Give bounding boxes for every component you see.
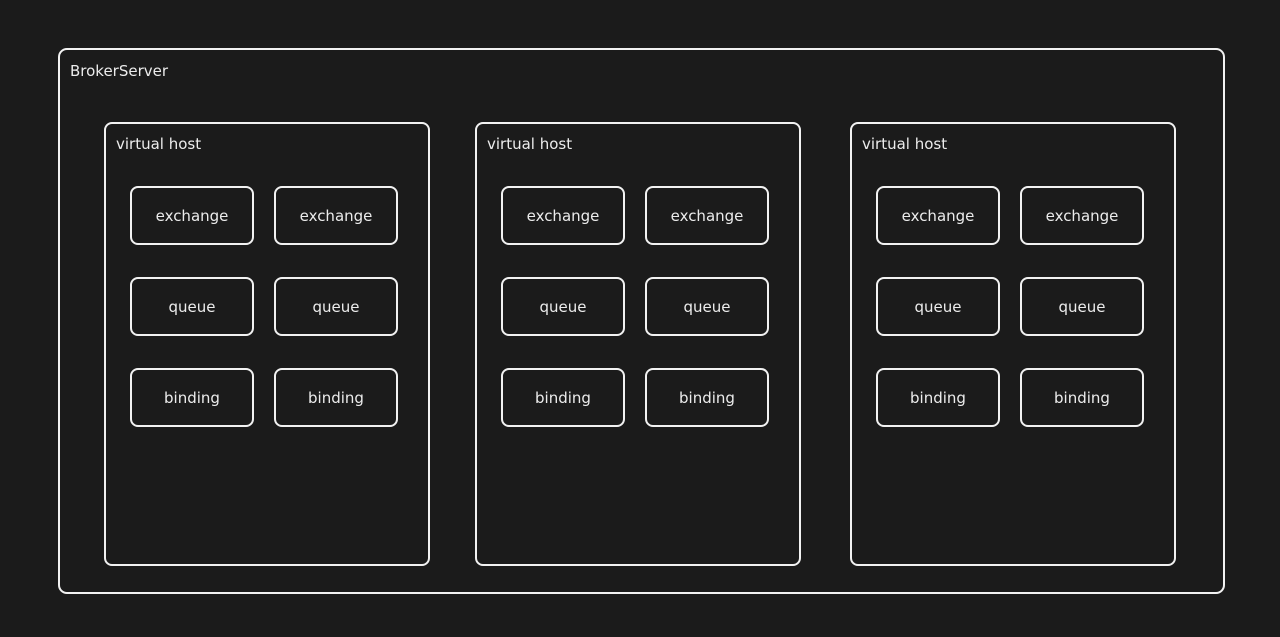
binding-node: binding (274, 368, 398, 427)
exchange-node: exchange (876, 186, 1000, 245)
queue-node: queue (130, 277, 254, 336)
binding-node: binding (501, 368, 625, 427)
exchange-node: exchange (501, 186, 625, 245)
virtual-host-container: virtual host exchange exchange queue que… (104, 122, 430, 566)
queue-node: queue (645, 277, 769, 336)
queue-node: queue (876, 277, 1000, 336)
virtual-host-node-grid: exchange exchange queue queue binding bi… (876, 186, 1144, 427)
binding-node: binding (1020, 368, 1144, 427)
exchange-node: exchange (274, 186, 398, 245)
binding-node: binding (876, 368, 1000, 427)
virtual-host-label: virtual host (862, 135, 948, 153)
queue-node: queue (501, 277, 625, 336)
virtual-host-label: virtual host (487, 135, 573, 153)
binding-node: binding (130, 368, 254, 427)
broker-server-label: BrokerServer (70, 62, 169, 80)
queue-node: queue (274, 277, 398, 336)
virtual-host-node-grid: exchange exchange queue queue binding bi… (130, 186, 398, 427)
exchange-node: exchange (645, 186, 769, 245)
virtual-host-label: virtual host (116, 135, 202, 153)
exchange-node: exchange (1020, 186, 1144, 245)
queue-node: queue (1020, 277, 1144, 336)
broker-server-container: BrokerServer virtual host exchange excha… (58, 48, 1225, 594)
virtual-host-container: virtual host exchange exchange queue que… (475, 122, 801, 566)
binding-node: binding (645, 368, 769, 427)
virtual-host-container: virtual host exchange exchange queue que… (850, 122, 1176, 566)
exchange-node: exchange (130, 186, 254, 245)
virtual-host-node-grid: exchange exchange queue queue binding bi… (501, 186, 769, 427)
